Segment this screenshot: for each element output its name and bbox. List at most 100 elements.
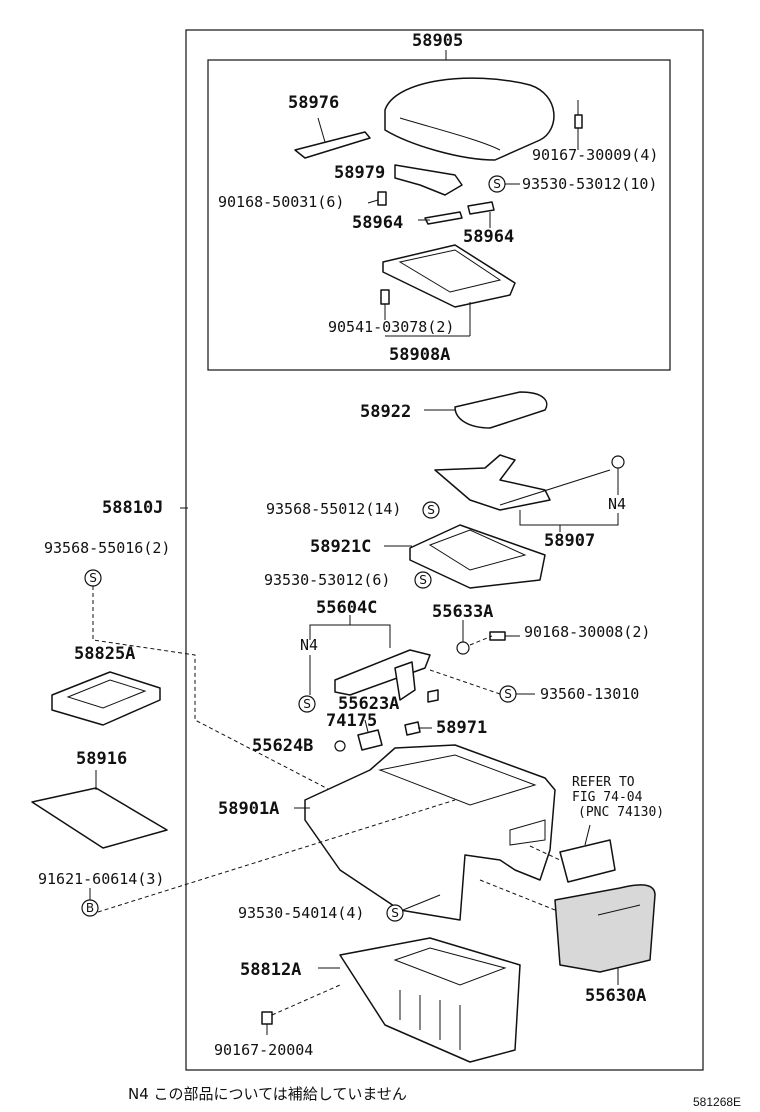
pad-right bbox=[467, 201, 495, 215]
armrest-subassembly-frame bbox=[207, 59, 671, 371]
label-58964-a: 58964 bbox=[352, 213, 403, 233]
screw-b-icon bbox=[377, 191, 387, 206]
lower-box-ribs bbox=[399, 990, 461, 1050]
inner-tray bbox=[382, 244, 516, 308]
s-symbol-text: S bbox=[419, 573, 427, 587]
label-55623A: 55623A bbox=[338, 694, 399, 714]
label-93530-53012-10: 93530-53012(10) bbox=[522, 175, 657, 193]
mat bbox=[31, 787, 168, 849]
refer-panel bbox=[559, 839, 616, 883]
label-58812A: 58812A bbox=[240, 960, 301, 980]
cushion-pad bbox=[454, 391, 548, 429]
s-symbol-text: S bbox=[427, 503, 435, 517]
label-93560-13010: 93560-13010 bbox=[540, 685, 639, 703]
console-body bbox=[304, 744, 556, 921]
dash-screw-d bbox=[469, 635, 493, 646]
s-symbol-icon bbox=[422, 501, 440, 519]
label-93530-54014: 93530-54014(4) bbox=[238, 904, 364, 922]
dash-91621 bbox=[97, 799, 456, 913]
label-55633A: 55633A bbox=[432, 602, 493, 622]
s-symbol-icon bbox=[414, 571, 432, 589]
nut-icon bbox=[456, 641, 470, 655]
label-55604C: 55604C bbox=[316, 598, 377, 618]
inner-tray-grid bbox=[398, 249, 502, 293]
leader-74175 bbox=[364, 719, 369, 733]
pad-left bbox=[424, 211, 463, 225]
s-symbol-text: S bbox=[303, 697, 311, 711]
s-symbol-text: S bbox=[504, 687, 512, 701]
screw-e-icon bbox=[261, 1011, 273, 1025]
small-stopper bbox=[404, 721, 421, 736]
label-55624B: 55624B bbox=[252, 736, 313, 756]
hinge-bar bbox=[294, 131, 371, 159]
label-58979: 58979 bbox=[334, 163, 385, 183]
label-93568-55016: 93568-55016(2) bbox=[44, 539, 170, 557]
label-74175: 74175 bbox=[326, 711, 377, 731]
leader-90168-50031 bbox=[367, 199, 379, 204]
dash-93560 bbox=[429, 669, 501, 695]
label-91621-60614: 91621-60614(3) bbox=[38, 870, 164, 888]
b-symbol-text: B bbox=[86, 901, 94, 915]
small-pin bbox=[427, 689, 439, 703]
label-90167-20004: 90167-20004 bbox=[214, 1041, 313, 1059]
label-58908A: 58908A bbox=[389, 345, 450, 365]
label-58810J: 58810J bbox=[102, 498, 163, 518]
end-cover-detail bbox=[597, 904, 641, 916]
label-58921C: 58921C bbox=[310, 537, 371, 557]
leader-93530-54014 bbox=[402, 894, 441, 911]
label-58916: 58916 bbox=[76, 749, 127, 769]
leader-refer bbox=[584, 824, 591, 846]
label-90168-50031: 90168-50031(6) bbox=[218, 193, 344, 211]
label-55630A: 55630A bbox=[585, 986, 646, 1006]
lock-lever bbox=[434, 454, 551, 511]
label-58901A: 58901A bbox=[218, 799, 279, 819]
label-93530-53012-6: 93530-53012(6) bbox=[264, 571, 390, 589]
end-cover bbox=[554, 884, 656, 973]
s-symbol-text: S bbox=[391, 906, 399, 920]
hinge-arm bbox=[334, 649, 431, 696]
label-90167-30009: 90167-30009(4) bbox=[532, 146, 658, 164]
bracket-58907 bbox=[519, 510, 619, 526]
label-58825A: 58825A bbox=[74, 644, 135, 664]
footer-note: N4 この部品については補給していません bbox=[128, 1085, 407, 1103]
label-90541-03078: 90541-03078(2) bbox=[328, 318, 454, 336]
label-N4-b: N4 bbox=[300, 636, 318, 654]
screw-d-icon bbox=[489, 631, 506, 641]
s-symbol-text: S bbox=[89, 571, 97, 585]
lower-box-top bbox=[393, 947, 507, 986]
lid-seam bbox=[399, 117, 501, 151]
s-symbol-icon bbox=[298, 695, 316, 713]
lock-rod bbox=[499, 469, 611, 506]
lower-box bbox=[339, 937, 521, 1063]
console-body-opening bbox=[378, 754, 537, 806]
label-58971: 58971 bbox=[436, 718, 487, 738]
clip-55624B-icon bbox=[334, 740, 346, 752]
small-tray-inner bbox=[66, 679, 147, 709]
latch bbox=[394, 164, 463, 196]
label-refer-line1: REFER TO bbox=[572, 775, 635, 790]
leader-58976 bbox=[317, 117, 326, 143]
dash-refer bbox=[529, 845, 561, 861]
label-58922: 58922 bbox=[360, 402, 411, 422]
s-symbol-text: S bbox=[493, 177, 501, 191]
hinge-bracket bbox=[394, 661, 416, 701]
label-58907: 58907 bbox=[544, 531, 595, 551]
label-90168-30008: 90168-30008(2) bbox=[524, 623, 650, 641]
label-refer-line2: FIG 74-04 bbox=[572, 790, 643, 805]
upper-tray bbox=[409, 524, 546, 589]
bracket-55604C bbox=[309, 624, 391, 648]
label-58964-b: 58964 bbox=[463, 227, 514, 247]
diagram-code: 581268E bbox=[693, 1095, 741, 1109]
small-tray bbox=[51, 671, 161, 726]
label-93568-55012: 93568-55012(14) bbox=[266, 500, 401, 518]
console-body-slot bbox=[509, 819, 546, 846]
armrest-lid bbox=[384, 77, 555, 161]
label-58976: 58976 bbox=[288, 93, 339, 113]
dash-55630A bbox=[479, 879, 556, 911]
dash-93568-55016 bbox=[92, 586, 331, 791]
s-symbol-icon bbox=[386, 904, 404, 922]
clip-74175 bbox=[357, 729, 383, 751]
outer-frame bbox=[185, 29, 704, 1071]
label-N4-a: N4 bbox=[608, 495, 626, 513]
